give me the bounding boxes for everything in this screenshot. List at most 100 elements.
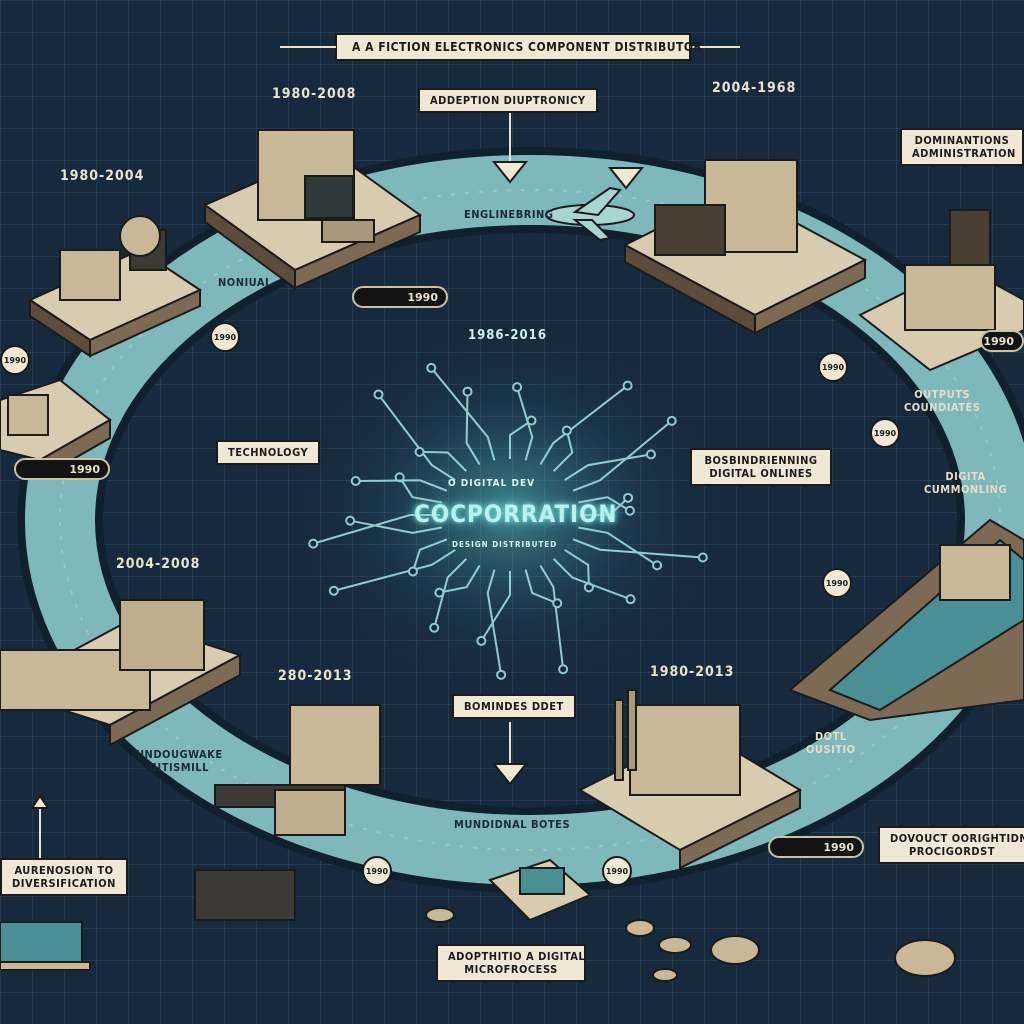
year-label: 1980-2004	[60, 168, 145, 184]
year-badge: 1990	[362, 856, 392, 886]
ring-label: ENGLINEBRING	[464, 208, 554, 221]
circuit-node	[345, 515, 356, 526]
circuit-node	[373, 389, 384, 400]
callout-top-right: DOMINANTIONS ADMINISTRATION	[900, 128, 1024, 166]
year-pill: 1990	[352, 286, 448, 308]
circuit-node	[624, 505, 635, 516]
circuit-node	[625, 594, 636, 605]
callout-line: PROCIGORDST	[909, 845, 995, 858]
circuit-trace	[578, 526, 658, 567]
callout-line: BOSBINDRIENNING	[704, 454, 818, 467]
side-line: COUNDIATES	[904, 401, 981, 414]
circuit-trace	[377, 393, 456, 481]
year-badge: 1990	[870, 418, 900, 448]
callout-technology: TECHNOLOGY	[216, 440, 321, 465]
side-line: OUSITIO	[806, 743, 856, 756]
year-label: 2004-1968	[712, 80, 797, 96]
callout-right-mid: BOSBINDRIENNING DIGITAL ONLINES	[690, 448, 832, 486]
circuit-node	[697, 552, 708, 563]
ring-line: UNDOUGWAKE	[136, 748, 223, 761]
year-pill: 1990	[14, 458, 110, 480]
circuit-node	[476, 635, 487, 646]
year-pill: 1990	[768, 836, 864, 858]
circuit-trace	[539, 384, 629, 466]
year-badge: 1990	[0, 345, 30, 375]
circuit-trace	[580, 497, 629, 516]
callout-bottom-center: ADOPTHITIO A DIGITAL MICROFROCESS	[436, 944, 586, 982]
year-badge: 1990	[210, 322, 240, 352]
circuit-trace	[312, 514, 440, 545]
circuit-trace	[564, 453, 652, 481]
circuit-node	[666, 415, 677, 426]
circuit-node	[308, 538, 319, 549]
year-badge: 1990	[818, 352, 848, 382]
circuit-trace	[539, 564, 565, 670]
circuit-node	[622, 380, 633, 391]
year-label: 1980-2013	[650, 664, 735, 680]
callout-bottom-right: DOVOUCT OORIGHTIDNY PROCIGORDST	[878, 826, 1024, 864]
circuit-trace	[552, 558, 631, 601]
circuit-trace	[430, 367, 496, 461]
circuit-trace	[349, 519, 442, 534]
ring-line: DIGITISMILL	[136, 761, 209, 774]
side-line: OUTPUTS	[914, 388, 971, 401]
circuit-trace	[355, 479, 448, 492]
year-label: 1980-2008	[272, 86, 357, 102]
circuit-node	[552, 598, 563, 609]
year-label: 280-2013	[278, 668, 353, 684]
circuit-node	[407, 566, 418, 577]
callout-line: AURENOSION TO	[14, 864, 114, 877]
center-title: COCPORRATION	[414, 500, 618, 528]
side-label: OUTPUTS COUNDIATES	[904, 388, 980, 414]
center-year: 1986-2016	[468, 328, 547, 343]
circuit-node	[429, 622, 440, 633]
circuit-node	[462, 386, 473, 397]
side-label: DOTL OUSITIO	[806, 730, 856, 756]
circuit-trace	[398, 476, 442, 504]
circuit-trace	[419, 450, 468, 472]
callout-line: DIGITAL ONLINES	[709, 467, 813, 480]
side-line: CUMMONLING	[924, 483, 1008, 496]
callout-top: ADDEPTION DIUPTRONICY	[418, 88, 598, 113]
circuit-trace	[333, 549, 456, 592]
circuit-trace	[572, 420, 673, 492]
circuit-trace	[524, 569, 558, 605]
circuit-trace	[486, 569, 503, 676]
side-line: DIGITA	[945, 470, 986, 483]
callout-line: ADOPTHITIO A DIGITAL	[448, 950, 586, 963]
side-label: DIGITA CUMMONLING	[924, 470, 1007, 496]
callout-line: DOVOUCT OORIGHTIDNY	[890, 832, 1024, 845]
circuit-trace	[411, 538, 448, 572]
circuit-trace	[509, 419, 533, 459]
callout-line: MICROFROCESS	[464, 963, 558, 976]
circuit-node	[623, 492, 634, 503]
circuit-trace	[516, 386, 534, 461]
circuit-node	[561, 425, 572, 436]
callout-bottom: BOMINDES DDET	[452, 694, 576, 719]
side-line: DOTL	[814, 730, 847, 743]
ring-label: UNDOUGWAKE DIGITISMILL	[136, 748, 223, 774]
ring-label: MUNDIDNAL BOTES	[454, 818, 571, 831]
circuit-trace	[465, 391, 481, 466]
circuit-node	[645, 449, 656, 460]
circuit-trace	[439, 564, 481, 594]
circuit-node	[414, 446, 425, 457]
circuit-trace	[564, 549, 590, 588]
circuit-trace	[578, 496, 631, 512]
circuit-node	[512, 382, 523, 393]
diagram-title: A A FICTION ELECTRONICS COMPONENT DISTRI…	[352, 40, 703, 54]
year-label: 2004-2008	[116, 556, 201, 572]
year-badge: 1990	[822, 568, 852, 598]
circuit-node	[558, 664, 569, 675]
circuit-trace	[552, 430, 574, 472]
circuit-trace	[480, 571, 511, 642]
circuit-trace	[572, 538, 703, 559]
center-top-label: O DIGITAL DEV	[448, 478, 536, 489]
callout-line: DIVERSIFICATION	[12, 877, 116, 890]
circuit-node	[350, 476, 361, 487]
circuit-node	[496, 669, 507, 680]
circuit-node	[652, 560, 663, 571]
year-pill: 1990	[980, 330, 1024, 352]
